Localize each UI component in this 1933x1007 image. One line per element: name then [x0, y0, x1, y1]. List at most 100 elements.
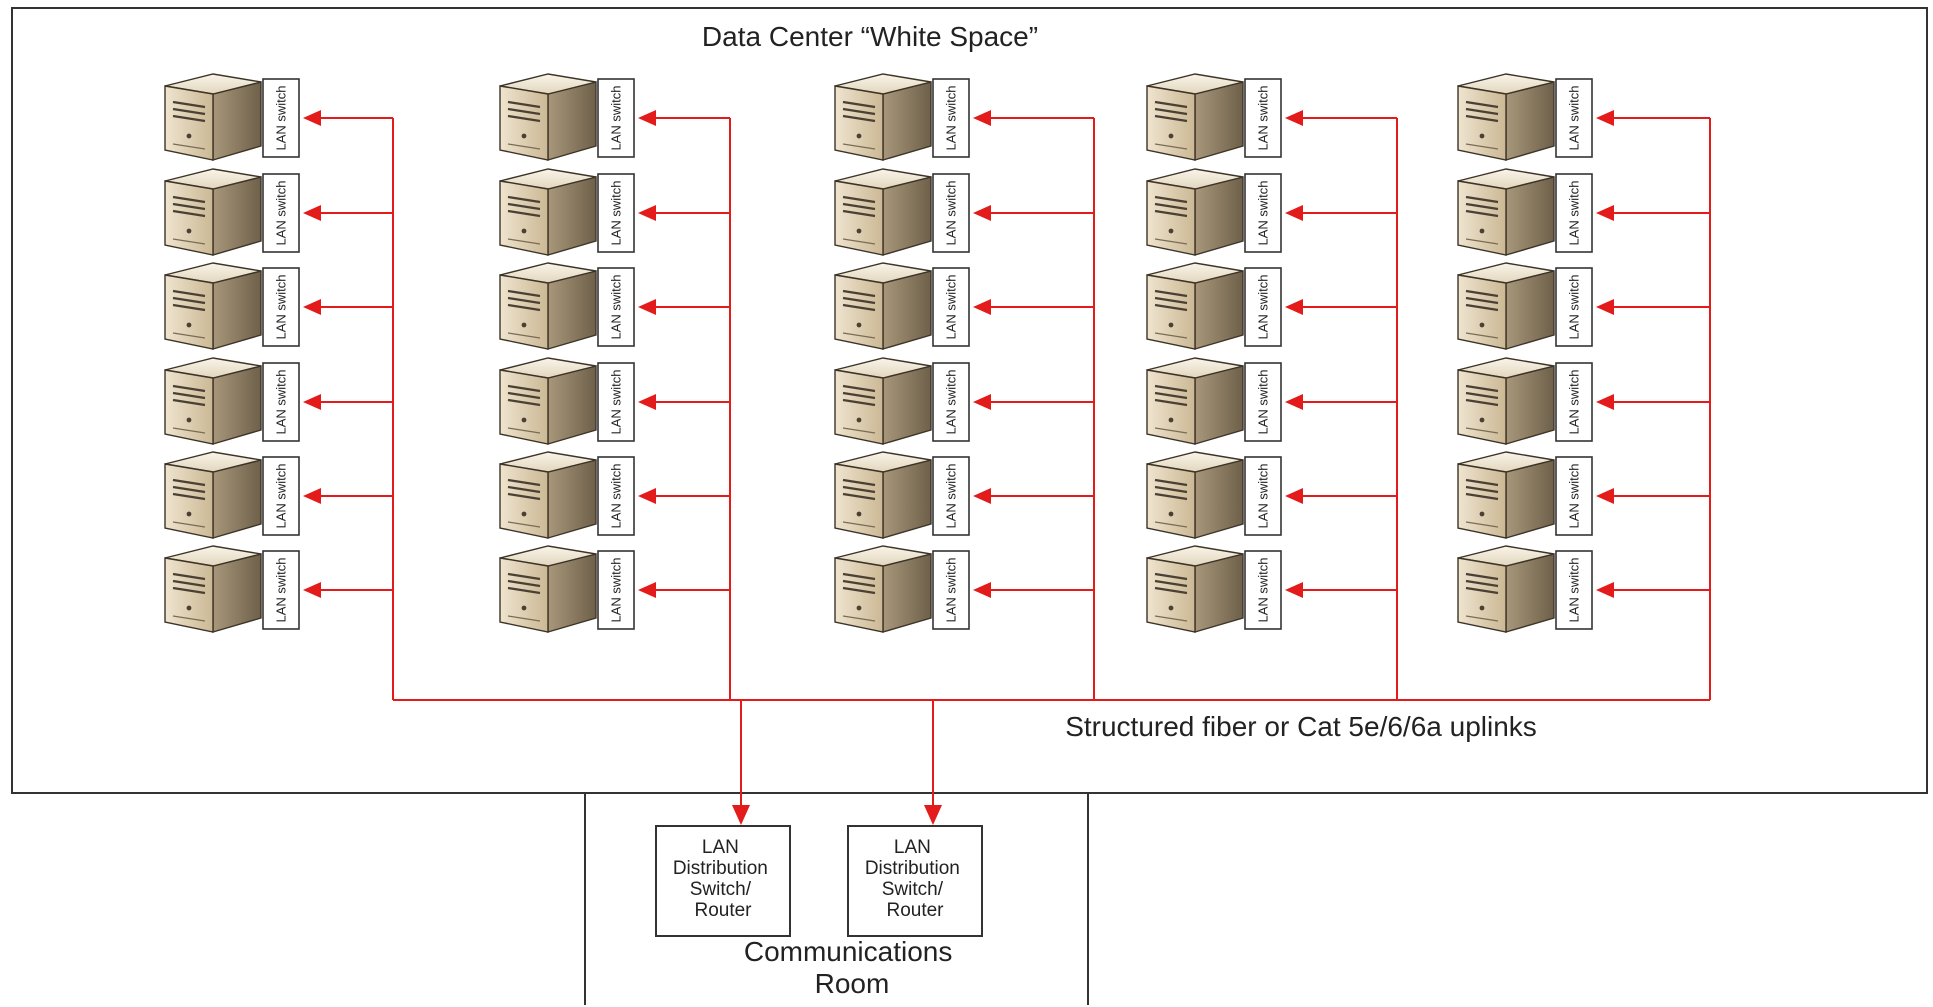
rack-unit: LAN switch — [164, 357, 300, 445]
server-icon — [499, 73, 597, 161]
lan-switch: LAN switch — [1555, 456, 1593, 536]
lan-switch-box — [597, 173, 635, 253]
lan-switch-label: LAN switch — [1256, 180, 1271, 245]
lan-switch-box — [1555, 173, 1593, 253]
lan-switch: LAN switch — [262, 550, 300, 630]
rack-unit: LAN switch — [164, 262, 300, 350]
lan-switch-label: LAN switch — [944, 369, 959, 434]
server-icon — [1457, 262, 1555, 350]
server-icon — [1146, 545, 1244, 633]
distribution-switch-label-line: Router — [694, 900, 752, 921]
lan-switch: LAN switch — [597, 456, 635, 536]
lan-switch-label: LAN switch — [944, 463, 959, 528]
rack-unit: LAN switch — [834, 357, 970, 445]
rack-unit: LAN switch — [1146, 451, 1282, 539]
arrowhead — [1285, 582, 1303, 598]
lan-switch: LAN switch — [1555, 362, 1593, 442]
rack-unit: LAN switch — [1146, 73, 1282, 161]
rack-unit: LAN switch — [499, 168, 635, 256]
lan-switch-box — [932, 456, 970, 536]
lan-switch-label: LAN switch — [1567, 85, 1582, 150]
lan-switch: LAN switch — [262, 78, 300, 158]
lan-switch-box — [262, 78, 300, 158]
lan-switch-label: LAN switch — [274, 557, 289, 622]
rack-unit: LAN switch — [1146, 168, 1282, 256]
lan-switch: LAN switch — [932, 78, 970, 158]
uplinks-label: Structured fiber or Cat 5e/6/6a uplinks — [1065, 711, 1537, 742]
communications-room-label-line: Room — [815, 968, 890, 999]
server-icon — [1146, 451, 1244, 539]
arrowhead — [1596, 110, 1614, 126]
lan-switch-label: LAN switch — [1256, 557, 1271, 622]
svg-text:LAN Distribution S: LAN Distribution Switch/ Router — [865, 837, 965, 921]
lan-switch-box — [1555, 267, 1593, 347]
server-icon — [499, 357, 597, 445]
lan-switch-box — [597, 78, 635, 158]
lan-switch-label: LAN switch — [609, 274, 624, 339]
arrowhead — [1596, 394, 1614, 410]
rack-unit: LAN switch — [499, 545, 635, 633]
lan-switch-box — [1555, 456, 1593, 536]
arrowhead — [638, 582, 656, 598]
arrowhead — [973, 299, 991, 315]
server-icon — [1146, 168, 1244, 256]
rack-unit: LAN switch — [834, 451, 970, 539]
distribution-switch-label-line: LAN — [894, 837, 931, 858]
rack-unit: LAN switch — [834, 262, 970, 350]
lan-switch: LAN switch — [932, 267, 970, 347]
arrowhead — [973, 488, 991, 504]
server-icon — [164, 73, 262, 161]
lan-switch: LAN switch — [597, 362, 635, 442]
arrowhead — [924, 805, 942, 825]
distribution-switch-label-line: LAN — [702, 837, 739, 858]
server-icon — [164, 451, 262, 539]
server-icon — [1457, 168, 1555, 256]
lan-switch-box — [1555, 362, 1593, 442]
lan-switch-label: LAN switch — [274, 85, 289, 150]
rack-unit: LAN switch — [1457, 262, 1593, 350]
arrowhead — [303, 110, 321, 126]
lan-switch-box — [1244, 78, 1282, 158]
lan-switch-box — [597, 550, 635, 630]
lan-switch: LAN switch — [1244, 173, 1282, 253]
white-space-title: Data Center “White Space” — [702, 21, 1038, 52]
distribution-switch-1: LAN Distribution Switch/ Router — [655, 825, 791, 937]
arrowhead — [638, 488, 656, 504]
server-icon — [164, 545, 262, 633]
server-icon — [499, 262, 597, 350]
lan-switch-box — [597, 456, 635, 536]
lan-switch-label: LAN switch — [1567, 463, 1582, 528]
server-icon — [834, 168, 932, 256]
rack-unit: LAN switch — [164, 545, 300, 633]
lan-switch-box — [1244, 550, 1282, 630]
server-icon — [1146, 357, 1244, 445]
lan-switch: LAN switch — [932, 550, 970, 630]
arrowhead — [638, 299, 656, 315]
lan-switch-box — [262, 456, 300, 536]
lan-switch: LAN switch — [1555, 173, 1593, 253]
lan-switch: LAN switch — [1555, 267, 1593, 347]
lan-switch-box — [1555, 550, 1593, 630]
lan-switch-label: LAN switch — [944, 180, 959, 245]
lan-switch: LAN switch — [262, 362, 300, 442]
lan-switch-box — [1244, 456, 1282, 536]
arrowhead — [303, 394, 321, 410]
distribution-switch-label-line: Distribution — [673, 858, 768, 879]
lan-switch-box — [932, 173, 970, 253]
arrowhead — [638, 110, 656, 126]
arrowhead — [1285, 205, 1303, 221]
rack-unit: LAN switch — [499, 357, 635, 445]
lan-switch: LAN switch — [262, 456, 300, 536]
arrowhead — [973, 582, 991, 598]
lan-switch: LAN switch — [597, 267, 635, 347]
lan-switch-label: LAN switch — [1567, 369, 1582, 434]
server-icon — [1457, 451, 1555, 539]
lan-switch: LAN switch — [1555, 550, 1593, 630]
server-icon — [834, 357, 932, 445]
lan-switch-box — [597, 362, 635, 442]
rack-unit: LAN switch — [499, 73, 635, 161]
arrowhead — [973, 205, 991, 221]
